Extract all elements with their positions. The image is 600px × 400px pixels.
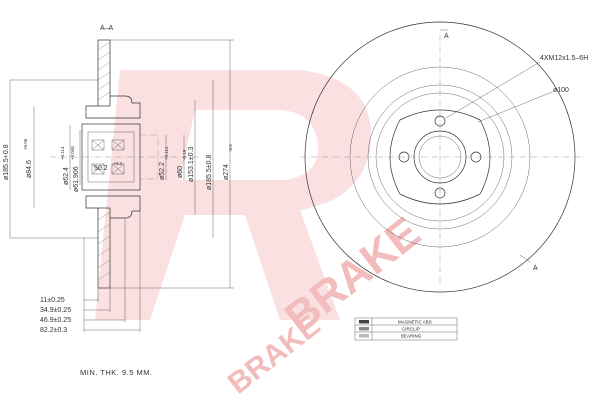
vertical-dimensions [9, 39, 234, 289]
dim-d52-2-tol: +0.114 [164, 146, 169, 160]
dim-d52-2: ø52.2 [159, 162, 166, 180]
bearing-rollers [91, 139, 125, 175]
pcd-label: ø100 [553, 87, 569, 94]
dim-46-9: 46.9±0.25 [40, 317, 71, 324]
dim-82-2: 82.2±0.3 [40, 327, 67, 334]
legend-swatch-magnetic-abs [359, 320, 369, 324]
dim-d61-906-tol: +0.046 [70, 146, 75, 160]
hub-plate [389, 109, 491, 205]
section-marker-bottom [519, 254, 531, 263]
dim-34-9: 34.9±0.25 [40, 307, 71, 314]
dim-d62-4-tol: +0.114 [60, 146, 65, 160]
thread-label: 4XM12x1.5–6H [540, 55, 588, 62]
dim-d185-left: ø185.5+0.8 [3, 144, 10, 180]
dim-50-2-tol: +0.3 [113, 161, 122, 166]
pcd-leader [477, 91, 553, 123]
bolt-hole [434, 187, 446, 199]
legend-swatch-circlip [359, 327, 369, 331]
disc-outer-edge [304, 21, 576, 293]
dim-d60: ø60 [177, 166, 184, 178]
hub-body-upper [85, 95, 141, 119]
section-view: A–A [3, 25, 234, 334]
legend-circlip: CIRCLIP [402, 327, 420, 332]
center-bore-outer [413, 130, 467, 184]
dim-50-2: 50.2 [94, 165, 108, 172]
dim-11: 11±0.25 [40, 297, 65, 304]
thread-leader [445, 61, 541, 119]
hat-inner-ring [375, 92, 505, 222]
watermark: BRAKE BRAKE [95, 70, 429, 400]
bearing-inner [87, 131, 135, 183]
section-marker-top-label: A [444, 33, 449, 40]
dim-d153-1: ø153.1±0.3 [188, 147, 195, 182]
dim-d84-6-tol: +0.06 [23, 138, 28, 150]
disc-flange-hatch [97, 41, 111, 281]
bolt-hole [434, 115, 446, 127]
hat-outer-ring [367, 84, 513, 230]
dim-d84-6: ø84.6 [26, 160, 33, 178]
legend-swatch-bearing [359, 334, 369, 338]
legend-bearing: BEARING [401, 334, 422, 339]
section-marker-bottom-label: A [533, 265, 538, 272]
min-thickness-note: MIN. THK. 9.5 MM. [80, 368, 153, 377]
hub-body-lower [85, 195, 141, 219]
dim-d274: ø274 [223, 164, 230, 180]
horizontal-dimensions [83, 211, 141, 332]
watermark-brand-text-lower: BRAKE [222, 309, 326, 400]
dim-d185-5: ø185.5±0.8 [206, 155, 213, 190]
bore-hidden [139, 134, 159, 180]
bolt-hole [470, 151, 482, 163]
dim-d61-906: ø61.906 [73, 166, 80, 192]
center-bore-inner [418, 135, 462, 179]
dim-d62-4: ø62.4 [63, 167, 70, 185]
vertical-dimension-labels: ø185.5+0.8 ø84.6 +0.06 ø62.4 +0.114 ø61.… [3, 138, 233, 192]
dim-d60-tol: -0.19 [182, 149, 187, 160]
watermark-r-logo [95, 70, 372, 320]
legend: MAGNETIC ABS CIRCLIP BEARING [354, 317, 458, 341]
legend-magnetic-abs: MAGNETIC ABS [398, 320, 432, 325]
dim-d274-tol: -0.5 [228, 144, 233, 152]
disc-inner-ring [349, 66, 531, 248]
bolt-holes [398, 115, 482, 199]
bolt-hole [398, 151, 410, 163]
front-view: 4XM12x1.5–6H ø100 A A [300, 21, 588, 293]
section-title: A–A [100, 25, 114, 32]
disc-flange [97, 39, 111, 107]
